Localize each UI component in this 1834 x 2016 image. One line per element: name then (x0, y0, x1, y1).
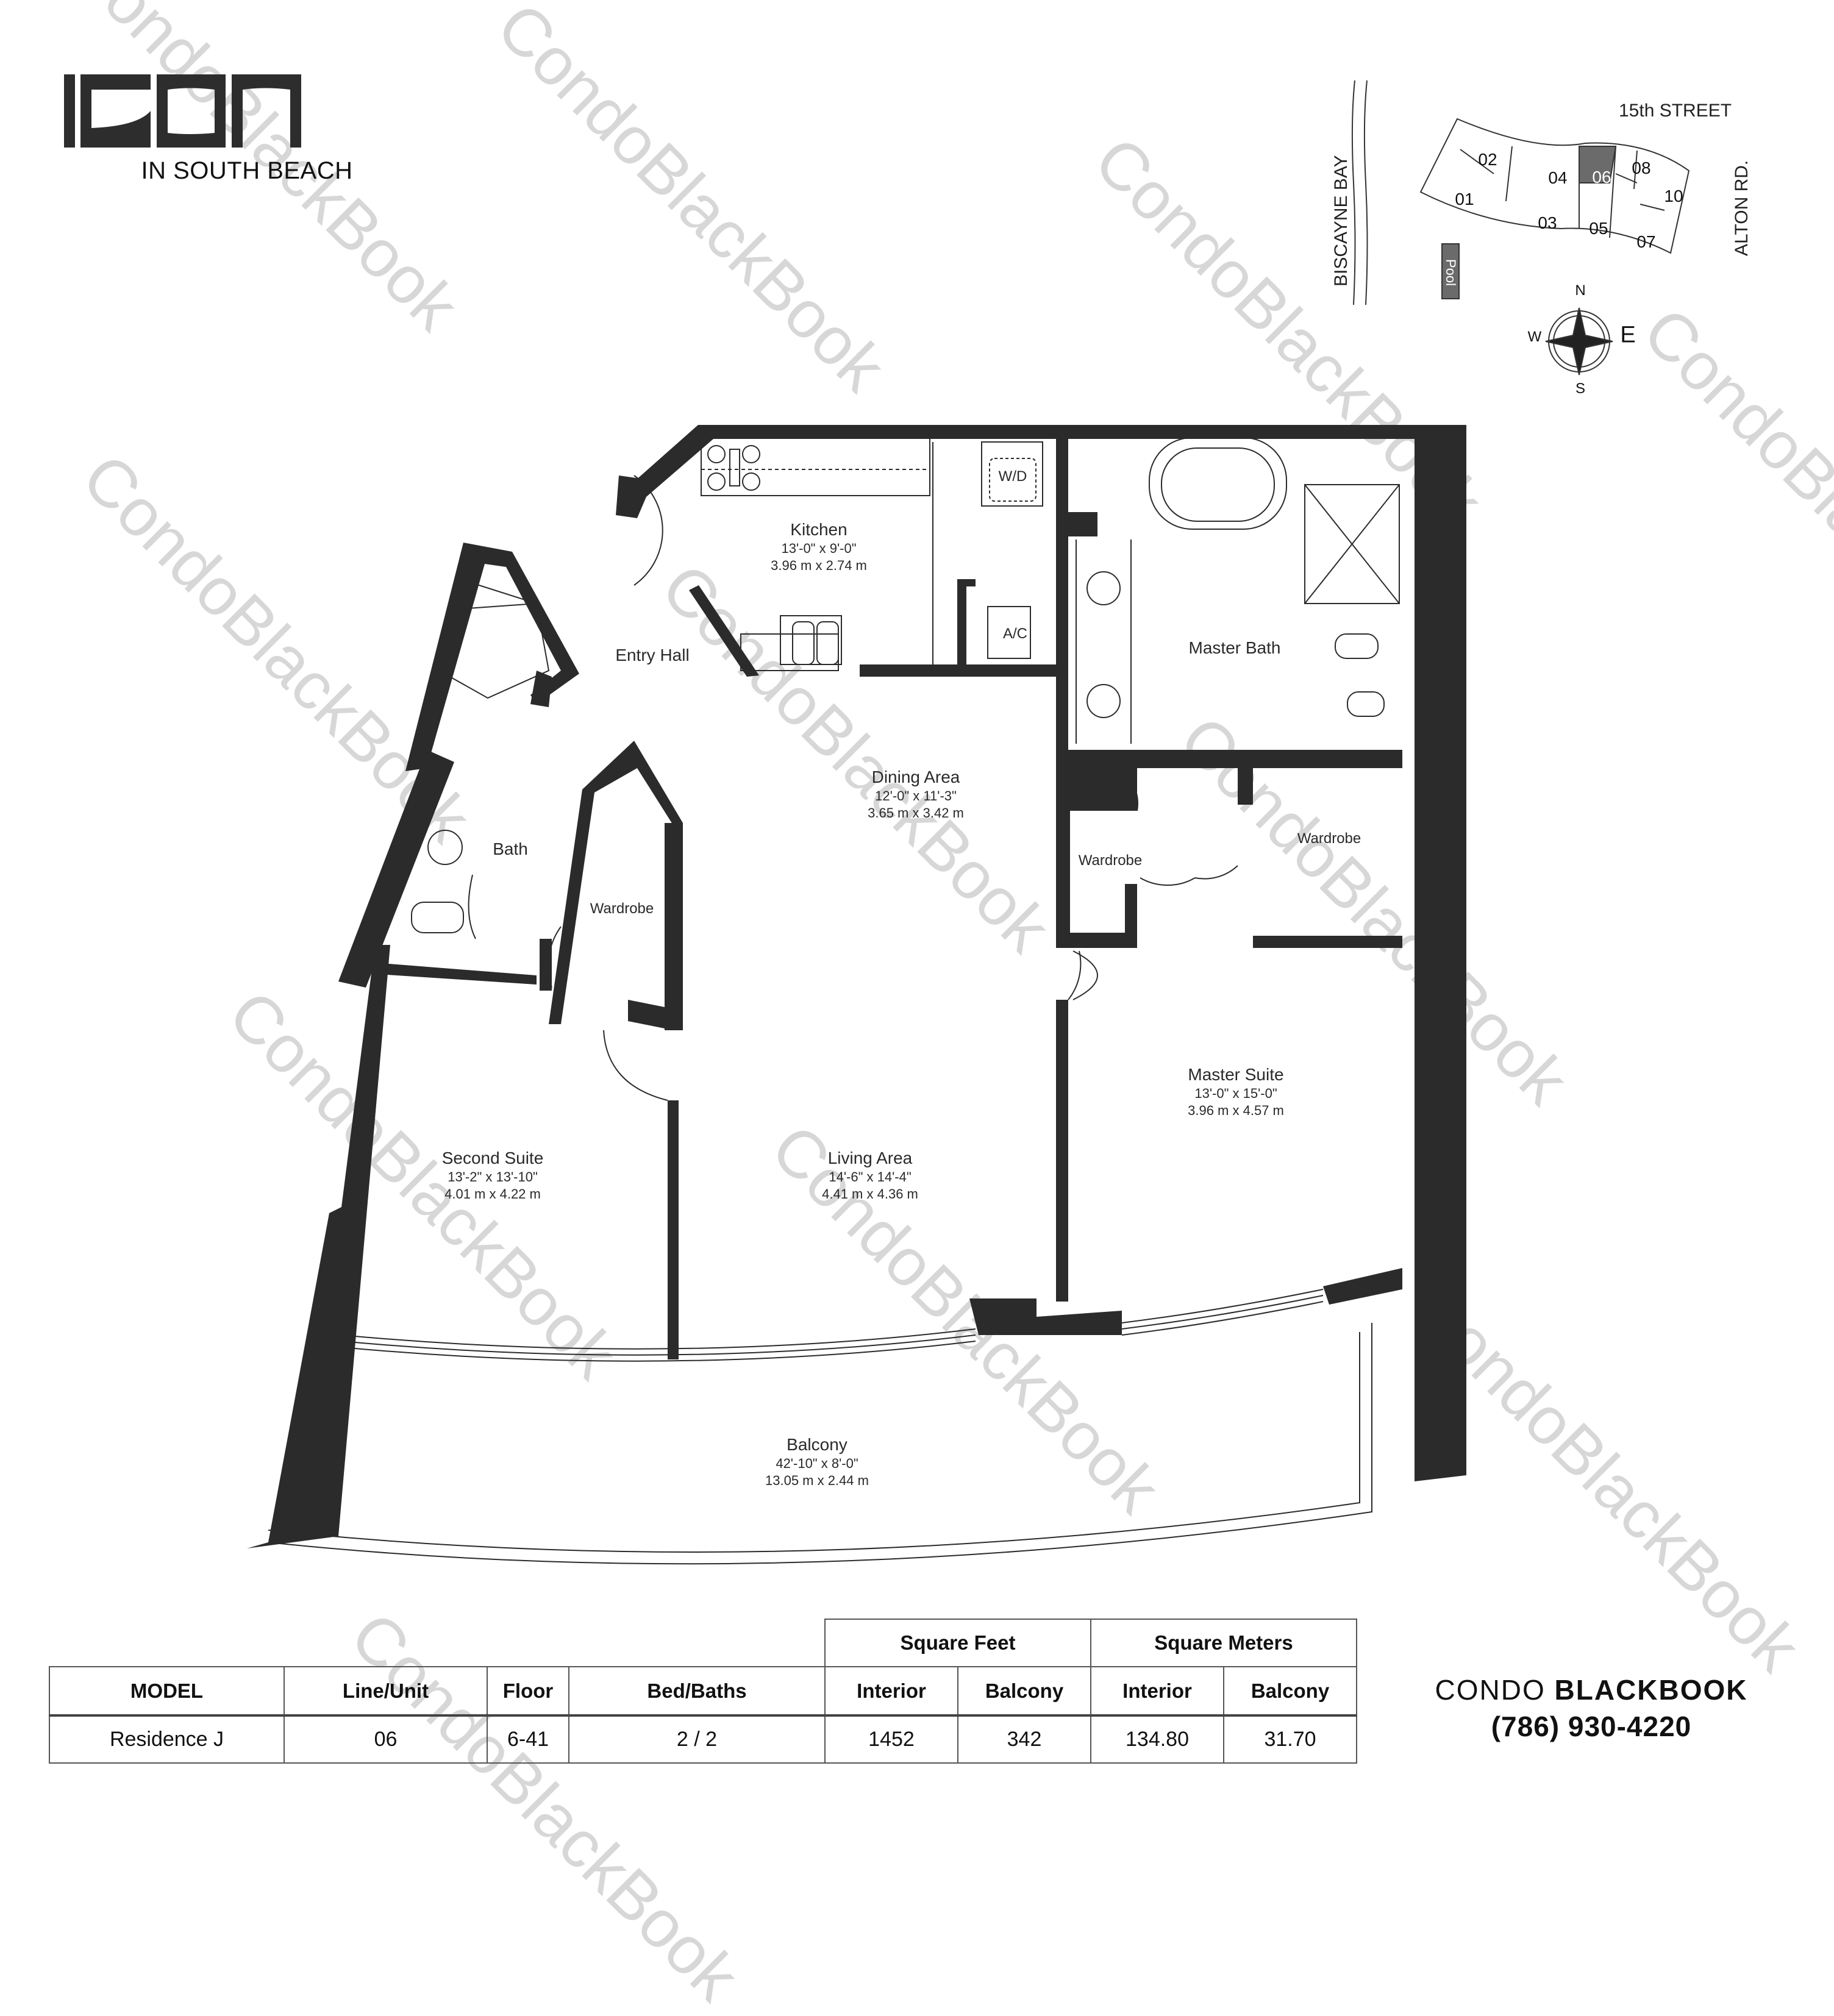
cell-floor: 6-41 (487, 1714, 569, 1764)
room-dim-imperial: 12'-0" x 11'-3" (875, 788, 957, 803)
room-name: Bath (493, 839, 528, 858)
pool-label: Pool (1443, 259, 1458, 287)
room-name: Master Suite (1188, 1065, 1284, 1084)
room-dim-imperial: 14'-6" x 14'-4" (829, 1169, 912, 1184)
key-plan-unit: 04 (1548, 168, 1568, 187)
room-master-bath: Master Bath (1189, 638, 1281, 658)
street-label-15th: 15th STREET (1619, 101, 1732, 121)
room-dining-area: Dining Area 12'-0" x 11'-3" 3.65 m x 3.4… (868, 767, 964, 822)
room-dim-imperial: 13'-2" x 13'-10" (448, 1169, 538, 1184)
brand-name: CONDO BLACKBOOK (1384, 1673, 1799, 1706)
room-dim-metric: 13.05 m x 2.44 m (765, 1473, 869, 1488)
room-balcony: Balcony 42'-10" x 8'-0" 13.05 m x 2.44 m (765, 1434, 869, 1489)
room-bath: Bath (493, 839, 528, 860)
room-name: Wardrobe (590, 900, 654, 917)
key-plan (1351, 80, 1690, 376)
cell-sqm-balcony: 31.70 (1223, 1714, 1357, 1764)
brand-name-bold: BLACKBOOK (1554, 1674, 1748, 1706)
column-header-model: MODEL (49, 1666, 285, 1716)
column-header-floor: Floor (487, 1666, 569, 1716)
room-master-suite: Master Suite 13'-0" x 15'-0" 3.96 m x 4.… (1188, 1064, 1284, 1119)
street-label-alton: ALTON RD. (1732, 160, 1752, 256)
room-name: Living Area (827, 1149, 913, 1167)
air-conditioner-label: A/C (1002, 625, 1028, 642)
room-name: Wardrobe (1078, 852, 1143, 869)
key-plan-unit: 02 (1478, 150, 1497, 169)
cell-sqft-interior: 1452 (824, 1714, 958, 1764)
column-header-sqft-interior: Interior (824, 1666, 958, 1716)
room-name: Balcony (787, 1435, 847, 1454)
room-living-area: Living Area 14'-6" x 14'-4" 4.41 m x 4.3… (822, 1148, 918, 1203)
cell-bed-baths: 2 / 2 (568, 1714, 826, 1764)
column-header-sqm-interior: Interior (1090, 1666, 1224, 1716)
column-header-line-unit: Line/Unit (284, 1666, 488, 1716)
key-plan-unit: 07 (1636, 232, 1656, 251)
cell-sqft-balcony: 342 (957, 1714, 1091, 1764)
walls (247, 425, 1466, 1548)
cell-sqm-interior: 134.80 (1090, 1714, 1224, 1764)
column-header-sqft-balcony: Balcony (957, 1666, 1091, 1716)
key-plan-unit: 08 (1632, 159, 1651, 177)
column-header-bed-baths: Bed/Baths (568, 1666, 826, 1716)
room-dim-metric: 4.41 m x 4.36 m (822, 1186, 918, 1202)
room-dim-imperial: 42'-10" x 8'-0" (776, 1456, 858, 1471)
room-dim-metric: 3.96 m x 4.57 m (1188, 1103, 1284, 1118)
room-dim-metric: 4.01 m x 4.22 m (444, 1186, 541, 1202)
compass-north: N (1575, 282, 1586, 299)
logo-subtitle: IN SOUTH BEACH (141, 157, 353, 184)
room-dim-metric: 3.65 m x 3.42 m (868, 805, 964, 821)
key-plan-unit: 10 (1664, 187, 1683, 205)
room-wardrobe-second: Wardrobe (590, 900, 654, 917)
group-header-square-feet: Square Feet (824, 1619, 1091, 1667)
brand-name-light: CONDO (1435, 1674, 1546, 1706)
compass-east: E (1620, 322, 1636, 348)
room-name: Second Suite (441, 1149, 544, 1167)
floor-plan (247, 80, 1690, 1565)
room-entry-hall: Entry Hall (615, 645, 689, 666)
street-label-biscayne: BISCAYNE BAY (1331, 155, 1351, 287)
key-plan-unit: 01 (1455, 190, 1474, 208)
compass-south: S (1575, 380, 1586, 397)
room-second-suite: Second Suite 13'-2" x 13'-10" 4.01 m x 4… (442, 1148, 544, 1203)
room-name: Dining Area (871, 768, 960, 786)
brand-phone[interactable]: (786) 930-4220 (1491, 1711, 1692, 1742)
group-header-square-meters: Square Meters (1090, 1619, 1357, 1667)
room-dim-metric: 3.96 m x 2.74 m (771, 558, 867, 573)
icon-logo (64, 74, 301, 148)
key-plan-unit: 03 (1538, 213, 1557, 232)
room-wardrobe-master-large: Wardrobe (1297, 830, 1361, 847)
table-row: Residence J 06 6-41 2 / 2 1452 342 134.8… (49, 1714, 1357, 1764)
room-name: Master Bath (1188, 638, 1281, 657)
cell-model: Residence J (49, 1714, 285, 1764)
room-name: Entry Hall (615, 646, 690, 664)
room-kitchen: Kitchen 13'-0" x 9'-0" 3.96 m x 2.74 m (771, 519, 867, 574)
room-dim-imperial: 13'-0" x 15'-0" (1194, 1086, 1277, 1101)
spec-table: Square Feet Square Meters MODEL Line/Uni… (49, 1619, 1357, 1764)
compass-west: W (1527, 329, 1542, 345)
key-plan-unit: 05 (1589, 219, 1608, 238)
cell-line-unit: 06 (284, 1714, 488, 1764)
room-name: Kitchen (790, 520, 847, 539)
room-dim-imperial: 13'-0" x 9'-0" (781, 541, 857, 556)
column-header-sqm-balcony: Balcony (1223, 1666, 1357, 1716)
key-plan-unit-highlighted: 06 (1592, 168, 1611, 187)
room-wardrobe-master-small: Wardrobe (1079, 852, 1142, 869)
room-name: Wardrobe (1297, 830, 1361, 847)
washer-dryer-label: W/D (998, 468, 1027, 485)
brand-block: CONDO BLACKBOOK (786) 930-4220 (1384, 1673, 1799, 1743)
